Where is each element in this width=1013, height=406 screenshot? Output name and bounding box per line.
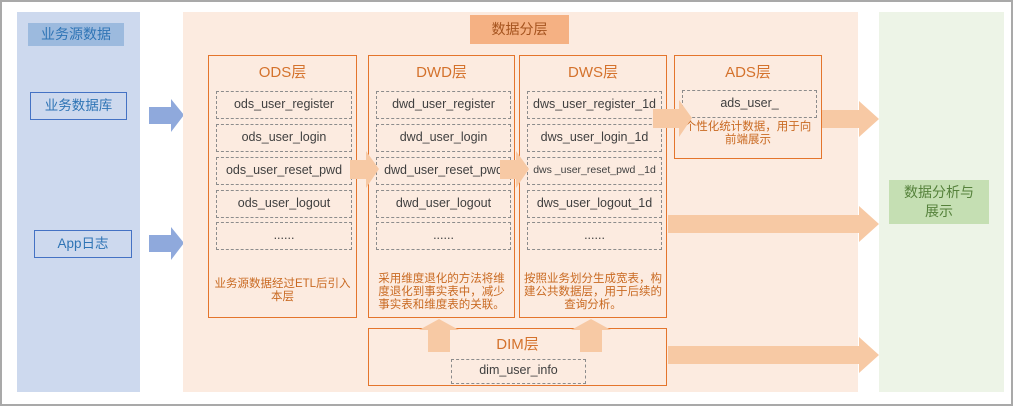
business-db-box: 业务数据库 bbox=[30, 92, 127, 120]
dws-table-box: dws_user_register_1d bbox=[527, 91, 662, 119]
dwd-table-box: dwd_user_reset_pwd bbox=[376, 157, 511, 185]
dwd-table-box: ...... bbox=[376, 222, 511, 250]
dwd-table-box: dwd_user_logout bbox=[376, 190, 511, 218]
dws-table-box: ...... bbox=[527, 222, 662, 250]
dws-layer-column: DWS层 dws_user_register_1d dws_user_login… bbox=[519, 55, 667, 318]
ads-layer-description: 个性化统计数据，用于向前端展示 bbox=[684, 121, 812, 146]
ods-table-box: ods_user_login bbox=[216, 124, 352, 152]
dws-table-box: dws_user_logout_1d bbox=[527, 190, 662, 218]
arrow-app-log-to-ods-icon bbox=[149, 227, 184, 260]
dwd-table-box: dwd_user_register bbox=[376, 91, 511, 119]
dwd-table-box: dwd_user_login bbox=[376, 124, 511, 152]
app-log-box: App日志 bbox=[34, 230, 132, 258]
dim-layer-title: DIM层 bbox=[496, 336, 539, 353]
dwd-layer-description: 采用维度退化的方法将维度退化到事实表中，减少事实表和维度表的关联。 bbox=[378, 273, 505, 311]
source-data-panel: 业务源数据 业务数据库 App日志 bbox=[17, 12, 140, 392]
display-panel: 数据分析与 展示 bbox=[879, 12, 1004, 392]
ads-table-box: ads_user_ bbox=[682, 90, 817, 118]
display-title-line2: 展示 bbox=[925, 203, 953, 219]
dws-layer-description: 按照业务划分生成宽表，构建公共数据层，用于后续的查询分析。 bbox=[524, 273, 662, 311]
ads-layer-column: ADS层 ads_user_ 个性化统计数据，用于向前端展示 bbox=[674, 55, 822, 159]
dim-layer-box: DIM层 dim_user_info bbox=[368, 328, 667, 386]
ods-layer-column: ODS层 ods_user_register ods_user_login od… bbox=[208, 55, 357, 318]
ods-table-box: ods_user_reset_pwd bbox=[216, 157, 352, 185]
ods-table-box: ods_user_logout bbox=[216, 190, 352, 218]
ads-layer-title: ADS层 bbox=[725, 64, 771, 81]
dwd-layer-column: DWD层 dwd_user_register dwd_user_login dw… bbox=[368, 55, 515, 318]
display-title-line1: 数据分析与 bbox=[904, 184, 974, 200]
dws-layer-title: DWS层 bbox=[568, 64, 618, 81]
source-panel-title: 业务源数据 bbox=[28, 23, 124, 46]
dws-table-box: dws _user_reset_pwd _1d bbox=[527, 157, 662, 185]
dim-table-box: dim_user_info bbox=[451, 359, 586, 384]
dws-table-box: dws_user_login_1d bbox=[527, 124, 662, 152]
ods-table-box: ods_user_register bbox=[216, 91, 352, 119]
display-panel-title: 数据分析与 展示 bbox=[889, 180, 989, 224]
dwd-layer-title: DWD层 bbox=[416, 64, 467, 81]
ods-layer-description: 业务源数据经过ETL后引入本层 bbox=[214, 278, 351, 303]
ods-layer-title: ODS层 bbox=[258, 64, 307, 81]
ods-table-box: ...... bbox=[216, 222, 352, 250]
data-layering-title: 数据分层 bbox=[470, 15, 569, 44]
arrow-business-db-to-ods-icon bbox=[149, 99, 184, 132]
